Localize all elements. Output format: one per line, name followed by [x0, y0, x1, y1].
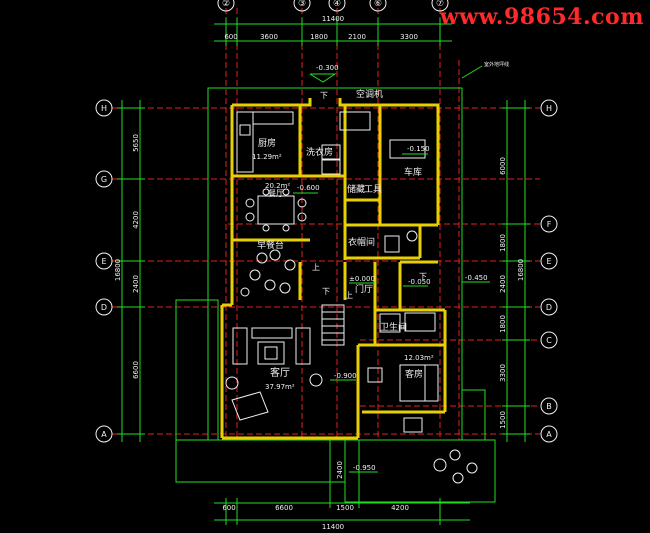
dim-top-3: 1800	[310, 33, 328, 41]
level-8: -0.950	[353, 464, 376, 472]
top-axis-4: ④	[333, 0, 341, 9]
room-kitchen-area: 11.29m²	[252, 153, 282, 161]
top-axis-6: ⑥	[374, 0, 382, 9]
row-C-right: C	[546, 336, 552, 345]
dim-bottom-3: 1500	[336, 504, 354, 512]
room-dining: 餐厅	[268, 189, 284, 198]
stair-down-1: 下	[320, 91, 328, 100]
dim-left-4: 6600	[132, 361, 140, 379]
watermark-text: www.98654.com	[439, 4, 644, 30]
dim-right-1: 6000	[499, 157, 507, 175]
level-5: -0.050	[408, 278, 431, 286]
furniture	[225, 111, 478, 484]
dimension-lines	[117, 18, 530, 525]
stair-down-3: 下	[419, 272, 427, 281]
room-cloak: 衣帽间	[348, 236, 375, 248]
room-bath: 卫生间	[380, 321, 407, 333]
level-markers	[293, 65, 490, 473]
level-3: -0.600	[297, 184, 320, 192]
room-living-area: 37.97m²	[265, 383, 295, 391]
room-garage: 车库	[404, 166, 422, 178]
walls	[220, 98, 447, 440]
left-grid-bubbles	[95, 99, 113, 443]
dim-top-1: 600	[224, 33, 237, 41]
level-4: ±0.000	[349, 275, 375, 283]
room-tools: 工具	[364, 184, 382, 195]
top-axis-2: ②	[222, 0, 230, 9]
dim-right-4: 1800	[499, 315, 507, 333]
dim-right-5: 3300	[499, 364, 507, 382]
level-7: -0.900	[334, 372, 357, 380]
dim-left-total: 16800	[114, 259, 122, 281]
room-guest: 客房	[405, 368, 423, 380]
dim-top-2: 3600	[260, 33, 278, 41]
row-D-right: D	[546, 303, 552, 312]
room-living: 客厅	[270, 366, 290, 379]
dim-left-1: 5650	[132, 134, 140, 152]
dim-right-2: 1800	[499, 234, 507, 252]
right-grid-bubbles	[540, 99, 558, 443]
level-2: -0.150	[407, 145, 430, 153]
site-note: 室外地坪线	[484, 61, 509, 68]
room-hall: 门厅	[355, 283, 373, 295]
stair-up-2: 上	[345, 291, 353, 300]
dim-top-5: 3300	[400, 33, 418, 41]
dim-left-2: 4200	[132, 211, 140, 229]
room-breakfast: 早餐台	[257, 239, 284, 251]
top-grid-bubbles	[217, 0, 449, 12]
room-ac-unit: 空调机	[356, 88, 383, 100]
row-E-left: E	[101, 257, 106, 266]
row-B-right: B	[546, 402, 552, 411]
row-A-right: A	[546, 430, 552, 439]
room-laundry: 洗衣房	[306, 146, 333, 158]
dim-left-3: 2400	[132, 275, 140, 293]
room-guest-area: 12.03m²	[404, 354, 434, 362]
level-1: -0.300	[316, 64, 339, 72]
dim-bottom-2: 6600	[275, 504, 293, 512]
row-H-right: H	[546, 104, 552, 113]
dim-right-total: 16800	[517, 259, 525, 281]
room-dining-area: 20.2m²	[265, 182, 290, 190]
row-H-left: H	[101, 104, 107, 113]
dim-top-total: 11400	[322, 15, 344, 23]
row-E-right: E	[546, 257, 551, 266]
stair-down-2: 下	[322, 287, 330, 296]
stair-up-1: 上	[312, 263, 320, 272]
row-F-right: F	[547, 220, 552, 229]
top-axis-7: ⑦	[436, 0, 444, 9]
dim-top-4: 2100	[348, 33, 366, 41]
room-kitchen: 厨房	[258, 137, 276, 149]
dim-bottom-4: 4200	[391, 504, 409, 512]
row-D-left: D	[101, 303, 107, 312]
dim-bottom-1: 600	[222, 504, 235, 512]
dim-bottom-mid: 2400	[336, 461, 344, 479]
top-axis-3: ③	[298, 0, 306, 9]
level-6: -0.450	[465, 274, 488, 282]
row-A-left: A	[101, 430, 107, 439]
room-storage: 储藏	[347, 183, 365, 195]
dim-bottom-total: 11400	[322, 523, 344, 531]
row-G-left: G	[101, 175, 107, 184]
dim-right-6: 1500	[499, 411, 507, 429]
dim-right-3: 2400	[499, 275, 507, 293]
